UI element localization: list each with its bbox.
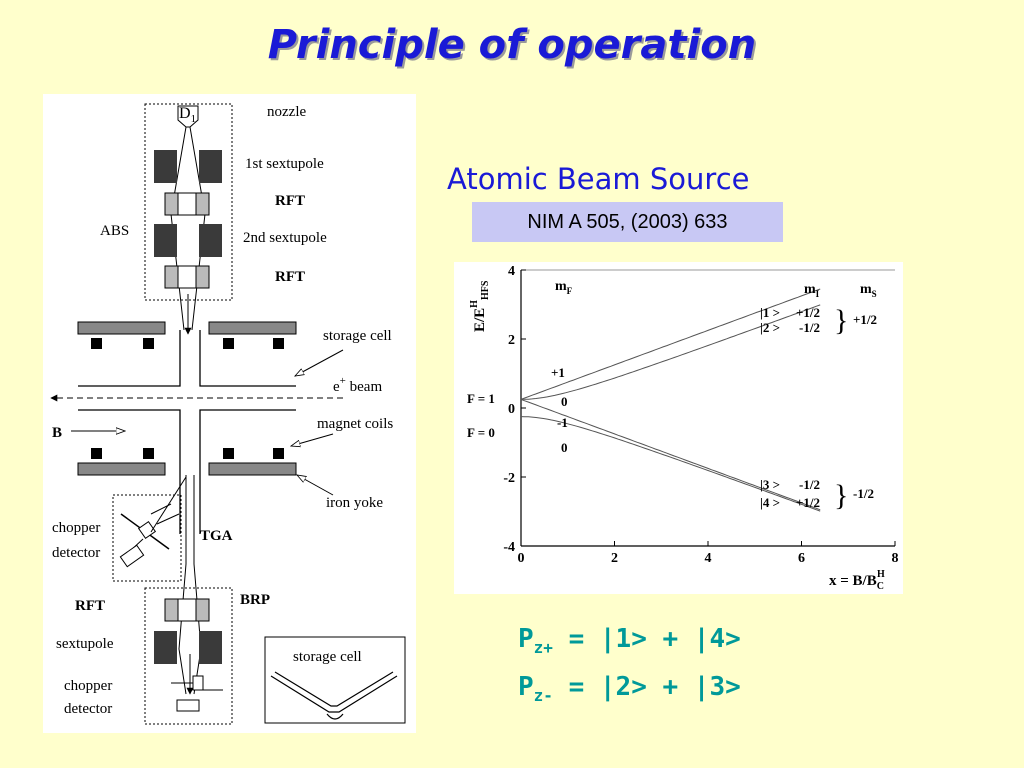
sextupole1-right-magnet (199, 150, 222, 183)
x-tick-label: 0 (518, 551, 525, 566)
energy-curve-state-1 (520, 288, 821, 400)
detector1-label: detector (52, 545, 100, 561)
inset-storage-cell-label: storage cell (293, 649, 362, 665)
tga-label: TGA (200, 528, 233, 544)
tga-sample-path (150, 476, 187, 533)
inset-cell-drawing (270, 671, 398, 720)
energy-curve-state-3 (520, 416, 821, 512)
slide-title: Principle of operation (267, 22, 757, 68)
x-axis-label: x = B/BCH (829, 569, 885, 592)
sextupole1-left-magnet (154, 150, 177, 183)
state-ket: |4 > (760, 495, 780, 510)
storage-cell-lower (78, 409, 296, 534)
energy-curve-state-4 (520, 398, 821, 511)
sextupole2-left-magnet (154, 224, 177, 257)
upper-coil (91, 338, 102, 349)
state-mi: -1/2 (799, 320, 820, 335)
y-tick-label: 0 (508, 402, 515, 417)
lower-yoke-right (208, 462, 297, 476)
state-mi: +1/2 (796, 495, 820, 510)
rft3-label: RFT (75, 598, 105, 614)
y-axis-label: E/EHHFS (469, 280, 491, 332)
d1-label: D1 (179, 105, 196, 125)
mf-value: +1 (551, 365, 565, 380)
abs-enclosure (144, 103, 233, 301)
state-ket: |1 > (760, 305, 780, 320)
x-tick-label: 8 (892, 551, 899, 566)
chopper2-label: chopper (64, 678, 112, 694)
upper-brace: } (834, 304, 848, 337)
lower-brace: } (834, 479, 848, 512)
sextupole2-right-magnet (199, 224, 222, 257)
lower-coil (223, 448, 234, 459)
lower-coil (91, 448, 102, 459)
chopper1-label: chopper (52, 520, 100, 536)
rft1-label: RFT (275, 193, 305, 209)
x-tick-label: 4 (705, 551, 712, 566)
mf-value: 0 (561, 440, 568, 455)
storage-cell-label: storage cell (323, 328, 392, 344)
magnet-coils-pointer (291, 433, 334, 446)
state-ket: |2 > (760, 320, 780, 335)
upper-coil (143, 338, 154, 349)
y-tick-label: -2 (503, 471, 515, 486)
y-tick-label: 4 (508, 264, 515, 279)
lower-yoke-left (77, 462, 166, 476)
mf-value: 0 (561, 394, 568, 409)
upper-yoke-left (77, 321, 166, 335)
state-ket: |3 > (760, 477, 780, 492)
mi-header: mI (804, 282, 820, 299)
sextupole3-right-magnet (199, 631, 222, 664)
upper-coil (273, 338, 284, 349)
state-mi: +1/2 (796, 305, 820, 320)
brp-detector (176, 699, 200, 712)
upper-yoke-right (208, 321, 297, 335)
ms-header: mS (860, 282, 877, 299)
storage-cell-pointer (295, 349, 344, 376)
ms-upper-value: +1/2 (853, 312, 877, 327)
y-tick-label: -4 (503, 540, 515, 555)
iron-yoke-label: iron yoke (326, 495, 383, 511)
mf-header: mF (555, 279, 573, 296)
beam-label: e+ beam (333, 375, 382, 395)
y-tick-label: 2 (508, 333, 515, 348)
magnet-coils-label: magnet coils (317, 416, 393, 432)
abs-label: ABS (100, 223, 129, 239)
energy-curve-state-2 (520, 304, 821, 400)
brp-enclosure (144, 587, 233, 725)
tga-enclosure (112, 494, 182, 582)
f0-label: F = 0 (467, 425, 495, 440)
x-tick-label: 2 (611, 551, 618, 566)
ms-lower-value: -1/2 (853, 486, 874, 501)
rft2-label: RFT (275, 269, 305, 285)
lower-coil (143, 448, 154, 459)
sextupole3-label: sextupole (56, 636, 114, 652)
f1-label: F = 1 (467, 391, 495, 406)
sextupole2-label: 2nd sextupole (243, 230, 327, 246)
nozzle-label: nozzle (267, 104, 306, 120)
brp-label: BRP (240, 592, 270, 608)
x-tick-label: 6 (798, 551, 805, 566)
sextupole3-left-magnet (154, 631, 177, 664)
lower-coil (273, 448, 284, 459)
sextupole1-label: 1st sextupole (245, 156, 324, 172)
mf-value: -1 (557, 415, 568, 430)
atomic-beam-source-heading: Atomic Beam Source (447, 162, 750, 196)
detector2-label: detector (64, 701, 112, 717)
state-mi: -1/2 (799, 477, 820, 492)
polarized-target-diagram: D1 nozzle 1st sextupole RFT ABS 2nd sext… (43, 94, 416, 733)
storage-cell-upper (78, 330, 296, 387)
pz-plus-formula: Pz+ = |1> + |4> (518, 624, 741, 658)
b-field-label: B (52, 425, 62, 441)
pz-minus-formula: Pz- = |2> + |3> (518, 672, 741, 706)
reference-box: NIM A 505, (2003) 633 (472, 202, 783, 242)
upper-coil (223, 338, 234, 349)
iron-yoke-pointer (297, 475, 334, 496)
